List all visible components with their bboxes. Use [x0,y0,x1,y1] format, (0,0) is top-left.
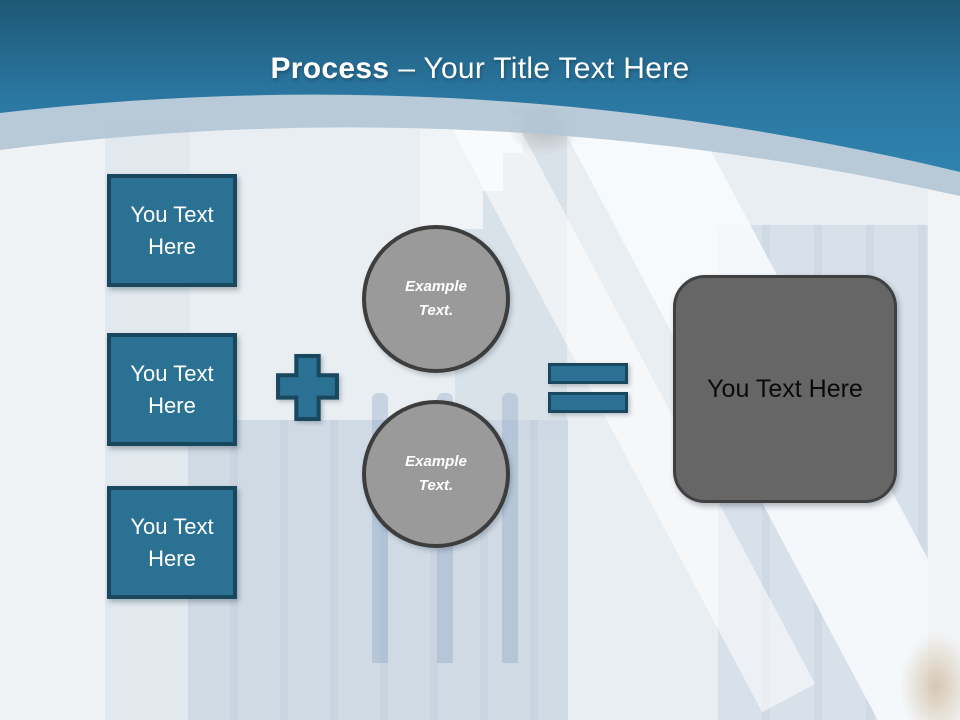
equals-bar-top [548,363,628,384]
result-box[interactable]: You Text Here [673,275,897,503]
result-box-label: You Text Here [707,374,863,403]
example-circle-2-label: Example Text. [405,453,467,494]
slide-title[interactable]: Process– Your Title Text Here [0,52,960,86]
background-wall-left [0,130,105,720]
background-tan-texture [900,635,960,720]
input-box-1-label: You Text Here [130,202,214,259]
input-box-1[interactable]: You Text Here [107,174,237,287]
equals-bar-bottom [548,392,628,413]
input-box-2-label: You Text Here [130,361,214,418]
plus-icon [276,354,339,421]
input-box-3[interactable]: You Text Here [107,486,237,599]
background-wall-right [928,185,960,720]
background-post [502,393,518,663]
input-box-3-label: You Text Here [130,514,214,571]
equals-icon [548,363,628,421]
example-circle-1[interactable]: Example Text. [362,225,510,373]
example-circle-2[interactable]: Example Text. [362,400,510,548]
title-keyword: Process [270,52,390,85]
header-curve [0,0,960,196]
input-box-2[interactable]: You Text Here [107,333,237,446]
background-stair-step [420,191,483,229]
example-circle-1-label: Example Text. [405,278,467,319]
title-subtitle: – Your Title Text Here [398,52,690,85]
